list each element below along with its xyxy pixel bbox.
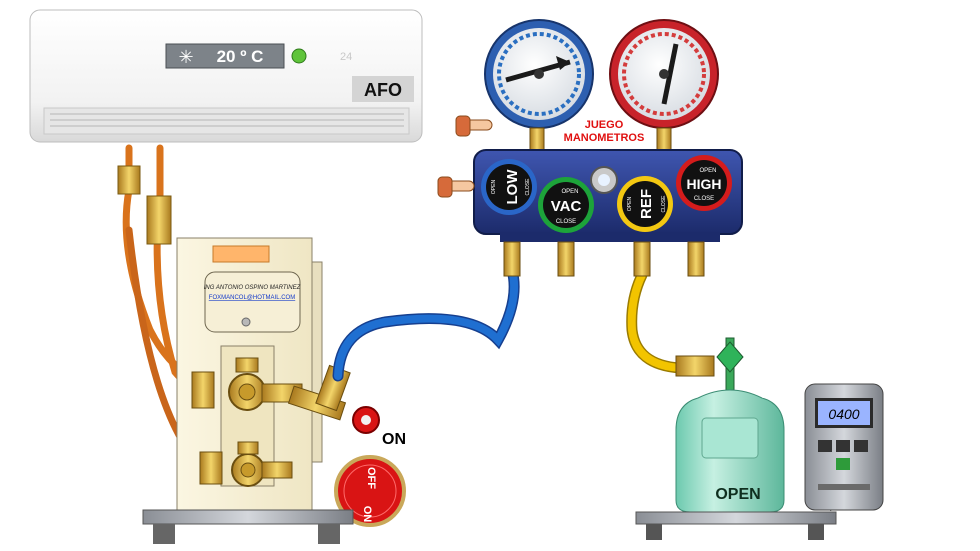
scale-controller[interactable]: 0400 xyxy=(804,383,884,511)
high-valve-knob[interactable]: HIGH OPEN CLOSE xyxy=(676,155,732,211)
snowflake-icon: ✳ xyxy=(178,47,193,67)
ac-indoor-unit: ✳ 20 º C 24 AFO xyxy=(29,9,423,143)
pointing-hand-icon xyxy=(437,176,475,198)
low-pressure-gauge xyxy=(484,19,594,129)
author-name: ING ANTONIO OSPINO MARTINEZ xyxy=(204,285,301,291)
scale-reading: 0400 xyxy=(828,406,859,422)
ac-timer-icon: 24 xyxy=(340,51,352,63)
svg-text:OPEN: OPEN xyxy=(699,168,716,174)
manifold-gauge-set: JUEGO MANOMETROS LOW OPEN CLOSE VAC OPEN… xyxy=(473,19,743,277)
svg-text:OPEN: OPEN xyxy=(561,189,578,195)
high-knob-name: HIGH xyxy=(687,176,722,192)
switch-on-label: ON xyxy=(361,506,373,523)
manifold-ports xyxy=(503,241,705,277)
ac-unit-label: AFO xyxy=(364,80,402,100)
on-off-switch[interactable]: OFF ON xyxy=(334,455,406,527)
svg-text:CLOSE: CLOSE xyxy=(694,196,714,202)
ref-valve-knob[interactable]: REF OPEN CLOSE xyxy=(617,176,673,232)
low-knob-name: LOW xyxy=(504,169,521,205)
svg-text:CLOSE: CLOSE xyxy=(661,195,667,213)
ref-knob-name: REF xyxy=(638,189,655,219)
vac-knob-name: VAC xyxy=(551,198,582,215)
condenser-base xyxy=(142,509,354,544)
manifold-caption-line1: JUEGO xyxy=(585,119,624,131)
switch-off-label: OFF xyxy=(365,467,377,489)
cylinder-label: OPEN xyxy=(715,486,760,503)
ac-display-panel: ✳ 20 º C xyxy=(165,43,285,69)
vac-valve-knob[interactable]: VAC OPEN CLOSE xyxy=(538,177,594,233)
hoses xyxy=(332,264,686,382)
svg-text:CLOSE: CLOSE xyxy=(556,219,576,225)
pointing-hand-icon xyxy=(455,115,493,137)
flare-nut-fittings xyxy=(117,165,172,245)
svg-text:OPEN: OPEN xyxy=(491,180,497,195)
ac-power-led xyxy=(291,48,307,64)
refrigerant-scale xyxy=(635,477,861,540)
suction-service-valve[interactable] xyxy=(191,357,303,411)
author-email: FOXMANCOL@HOTMAIL.COM xyxy=(209,295,295,301)
ac-vent-slats xyxy=(50,113,404,127)
valve-on-label: ON xyxy=(382,431,406,448)
low-valve-knob[interactable]: LOW OPEN CLOSE xyxy=(481,159,537,215)
manifold-caption-line2: MANOMETROS xyxy=(564,132,645,144)
cylinder-valve[interactable] xyxy=(716,337,744,391)
refrigerant-cylinder: OPEN xyxy=(675,337,785,513)
svg-text:CLOSE: CLOSE xyxy=(525,178,531,196)
blue-hose xyxy=(332,264,520,382)
high-pressure-gauge xyxy=(609,19,719,129)
svg-text:OPEN: OPEN xyxy=(627,197,633,212)
ac-display-temp: 20 º C xyxy=(217,47,264,66)
liquid-service-valve[interactable] xyxy=(199,441,293,487)
